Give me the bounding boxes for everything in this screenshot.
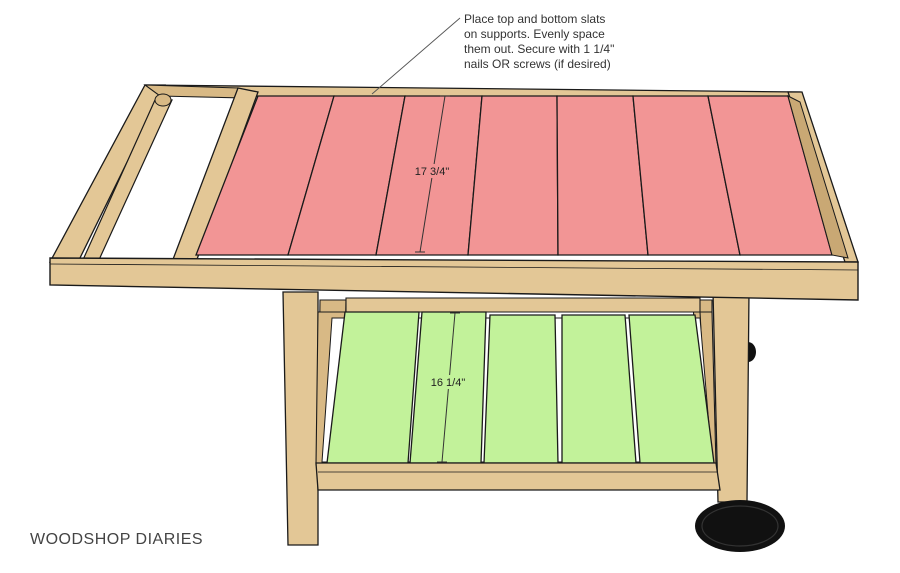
bottom-front-rail bbox=[315, 462, 721, 491]
front-right-leg bbox=[712, 291, 750, 503]
top-slat bbox=[556, 95, 649, 256]
top-slat bbox=[467, 95, 559, 256]
top-front-rail bbox=[49, 257, 859, 301]
front-left-leg bbox=[282, 291, 319, 546]
top-slat-dimension-label: 17 3/4" bbox=[415, 166, 450, 178]
instruction-line: Place top and bottom slats bbox=[464, 12, 606, 26]
top-slat-dimension: 17 3/4" bbox=[410, 95, 454, 253]
bottom-slat bbox=[483, 314, 559, 464]
bottom-slat-dimension-label: 16 1/4" bbox=[431, 377, 466, 389]
annotation-leader-line bbox=[371, 17, 461, 95]
brand-watermark: WOODSHOP DIARIES bbox=[30, 531, 204, 548]
bottom-back-rail bbox=[345, 297, 701, 313]
bottom-slat-dimension: 16 1/4" bbox=[428, 312, 468, 463]
instruction-line: on supports. Evenly space bbox=[464, 27, 605, 41]
bottom-slat bbox=[561, 314, 637, 464]
instruction-line: them out. Secure with 1 1/4" bbox=[464, 42, 615, 56]
front-wheel bbox=[695, 500, 785, 552]
instruction-line: nails OR screws (if desired) bbox=[464, 57, 611, 71]
instruction-callout: Place top and bottom slats on supports. … bbox=[464, 12, 664, 72]
